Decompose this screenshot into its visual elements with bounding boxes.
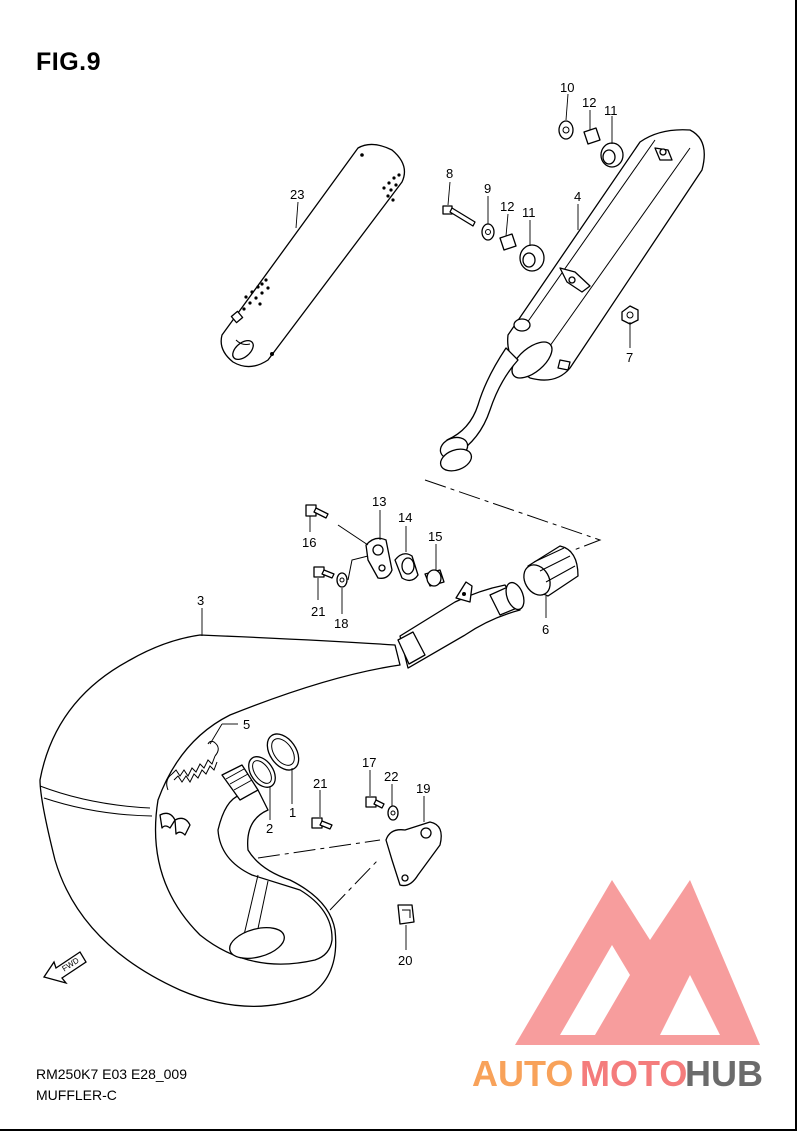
callout-4: 4 bbox=[574, 189, 581, 204]
watermark-hub: HUB bbox=[685, 1053, 763, 1094]
exhaust-pipe-3 bbox=[39, 581, 525, 1007]
callout-15: 15 bbox=[428, 529, 442, 544]
watermark-triangle-mark bbox=[515, 880, 760, 1045]
silencer-4 bbox=[439, 129, 705, 472]
watermark-auto: AUTO bbox=[472, 1053, 573, 1094]
fwd-arrow-icon: FWD bbox=[42, 951, 87, 985]
callout-21-upper: 21 bbox=[311, 604, 325, 619]
callout-16: 16 bbox=[302, 535, 316, 550]
callout-3: 3 bbox=[197, 593, 204, 608]
callout-14: 14 bbox=[398, 510, 412, 525]
callout-10: 10 bbox=[560, 80, 574, 95]
callout-8: 8 bbox=[446, 166, 453, 181]
callout-13: 13 bbox=[372, 494, 386, 509]
leader-lines bbox=[201, 93, 631, 950]
callout-9: 9 bbox=[484, 181, 491, 196]
assembly-line-6 bbox=[424, 479, 602, 561]
callout-12-mid: 12 bbox=[500, 199, 514, 214]
callout-23: 23 bbox=[290, 187, 304, 202]
connector-6 bbox=[523, 545, 579, 597]
figure-title: FIG.9 bbox=[36, 48, 102, 76]
callout-2: 2 bbox=[266, 821, 273, 836]
callout-19: 19 bbox=[416, 781, 430, 796]
bracket-hardware bbox=[305, 504, 445, 588]
callout-20: 20 bbox=[398, 953, 412, 968]
callout-5: 5 bbox=[243, 717, 250, 732]
silencer-hardware bbox=[442, 120, 639, 325]
model-code: RM250K7 E03 E28_009 bbox=[36, 1066, 187, 1082]
mount-hardware bbox=[311, 796, 442, 925]
callout-21-lower: 21 bbox=[313, 776, 327, 791]
callout-17: 17 bbox=[362, 755, 376, 770]
callout-6: 6 bbox=[542, 622, 549, 637]
gaskets-1-2 bbox=[221, 733, 300, 801]
callout-18: 18 bbox=[334, 616, 348, 631]
assembly-line-19 bbox=[257, 839, 381, 859]
callout-12-top: 12 bbox=[582, 95, 596, 110]
watermark-logo bbox=[515, 880, 760, 1045]
section-name: MUFFLER-C bbox=[36, 1087, 117, 1103]
assembly-line-20 bbox=[329, 859, 379, 911]
callout-7: 7 bbox=[626, 350, 633, 365]
heat-guard-23 bbox=[220, 143, 406, 368]
callout-11-top: 11 bbox=[604, 103, 618, 118]
watermark-moto: MOTO bbox=[580, 1053, 687, 1094]
watermark-text: AUTO MOTO HUB bbox=[472, 1053, 763, 1094]
spring-5 bbox=[166, 740, 219, 791]
callouts: 10 12 11 8 9 12 11 4 7 23 13 14 15 16 21… bbox=[197, 80, 633, 968]
callout-22: 22 bbox=[384, 769, 398, 784]
callout-1: 1 bbox=[289, 805, 296, 820]
callout-11-mid: 11 bbox=[522, 205, 536, 220]
